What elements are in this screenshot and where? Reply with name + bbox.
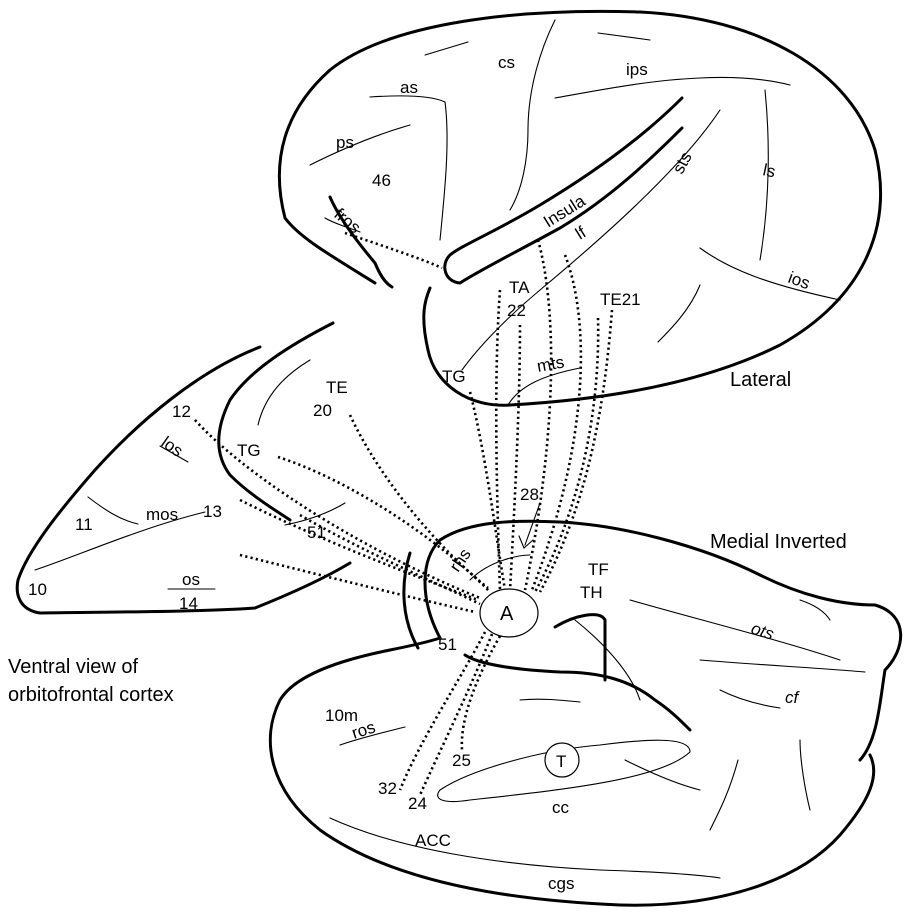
connection-TE21-1 [540, 310, 612, 592]
label-14: 14 [179, 594, 198, 613]
thalamus-nucleus: T [545, 743, 579, 777]
label-ps: ps [336, 133, 354, 152]
label-los: los [158, 433, 187, 461]
label-10m: 10m [325, 706, 358, 725]
label-ips: ips [626, 60, 648, 79]
calcarine-fissure-line [700, 660, 865, 672]
label-ACC: ACC [415, 831, 451, 850]
label-mos: mos [146, 505, 178, 524]
label-thalamus-T: T [556, 752, 566, 771]
connection-insula-2 [532, 255, 581, 590]
label-cgs: cgs [548, 874, 574, 893]
orbital-sulcus-branch [88, 497, 138, 524]
label-11: 11 [75, 515, 93, 534]
medial-sulcus-6 [520, 699, 580, 702]
label-lf: lf [572, 223, 590, 244]
label-46: 46 [372, 171, 391, 190]
connection-46 [345, 233, 442, 268]
temporal-pole-sulcus [258, 360, 310, 425]
label-24: 24 [408, 794, 427, 813]
connection-14 [240, 555, 475, 612]
central-sulcus-line [510, 20, 555, 210]
label-rhs: rhs [446, 545, 475, 575]
label-ls: ls [761, 160, 777, 181]
label-ots: ots [749, 619, 777, 644]
label-TA: TA [509, 278, 530, 297]
lateral-sulcus-top-1 [425, 42, 468, 55]
label-12: 12 [172, 402, 191, 421]
medial-sulcus-5 [800, 740, 810, 810]
label-TE21: TE21 [600, 290, 641, 309]
label-20: 20 [313, 401, 332, 420]
medial-orbital-sulcus-line [35, 512, 205, 570]
label-10: 10 [28, 580, 47, 599]
orbitofrontal-view: 12 los TG TE 20 mos 13 11 51 10 os 14 Ve… [8, 323, 350, 706]
connection-25 [462, 636, 500, 750]
inferior-occipital-sulcus-line [700, 248, 840, 300]
medial-sulcus-3 [720, 690, 780, 708]
connection-32 [400, 632, 485, 790]
connection-TA22 [496, 290, 500, 590]
occipitotemporal-sulcus-line [630, 600, 840, 660]
amygdala-nucleus: A [480, 589, 538, 637]
label-as: as [400, 78, 418, 97]
label-lateral-TG: TG [442, 367, 466, 386]
lateral-sulcus-top-2 [598, 33, 650, 40]
ventral-view-title-line2: orbitofrontal cortex [8, 684, 174, 706]
label-13: 13 [203, 502, 222, 521]
label-28: 28 [520, 485, 539, 504]
medial-sulcus-1 [575, 620, 640, 700]
amygdala-connections [195, 233, 612, 795]
rhinal-arrow-line [525, 503, 540, 545]
ventral-view-title-line1: Ventral view of [8, 656, 139, 678]
label-32: 32 [378, 779, 397, 798]
label-22: 22 [507, 301, 526, 320]
connection-22 [510, 325, 520, 590]
label-cc: cc [552, 798, 570, 817]
label-amygdala-A: A [500, 603, 514, 625]
lateral-view-title: Lateral [730, 369, 791, 391]
medial-view-title: Medial Inverted [710, 531, 847, 553]
insula-outline [445, 98, 682, 283]
label-25: 25 [452, 751, 471, 770]
cingulate-sulcus-line [330, 818, 720, 878]
temporal-pole-outline [219, 323, 333, 520]
medial-sulcus-4 [710, 760, 738, 830]
medial-front-cut [404, 553, 418, 648]
label-TE: TE [326, 378, 348, 397]
label-TH: TH [580, 583, 603, 602]
superior-temporal-sulcus-line [462, 110, 720, 370]
arcuate-sulcus-line [370, 96, 447, 240]
corpus-callosum-upper-outline [465, 655, 690, 730]
label-medial-51: 51 [438, 635, 457, 654]
label-sts: sts [669, 149, 696, 177]
label-ios: ios [786, 268, 813, 293]
label-cf: cf [785, 688, 801, 707]
label-cs: cs [498, 53, 515, 72]
medial-hemisphere-outline [270, 650, 873, 905]
principal-sulcus-line [310, 125, 410, 165]
medial-sulcus-2 [800, 600, 830, 620]
temporal-sulcus-lower [658, 285, 700, 342]
label-TF: TF [588, 560, 609, 579]
label-orbital-TG: TG [237, 441, 261, 460]
intraparietal-sulcus-line [555, 77, 790, 98]
label-os: os [182, 570, 200, 589]
medial-view: 28 rhs TF TH ots 51 cf 10m ros 25 32 24 … [270, 485, 900, 905]
